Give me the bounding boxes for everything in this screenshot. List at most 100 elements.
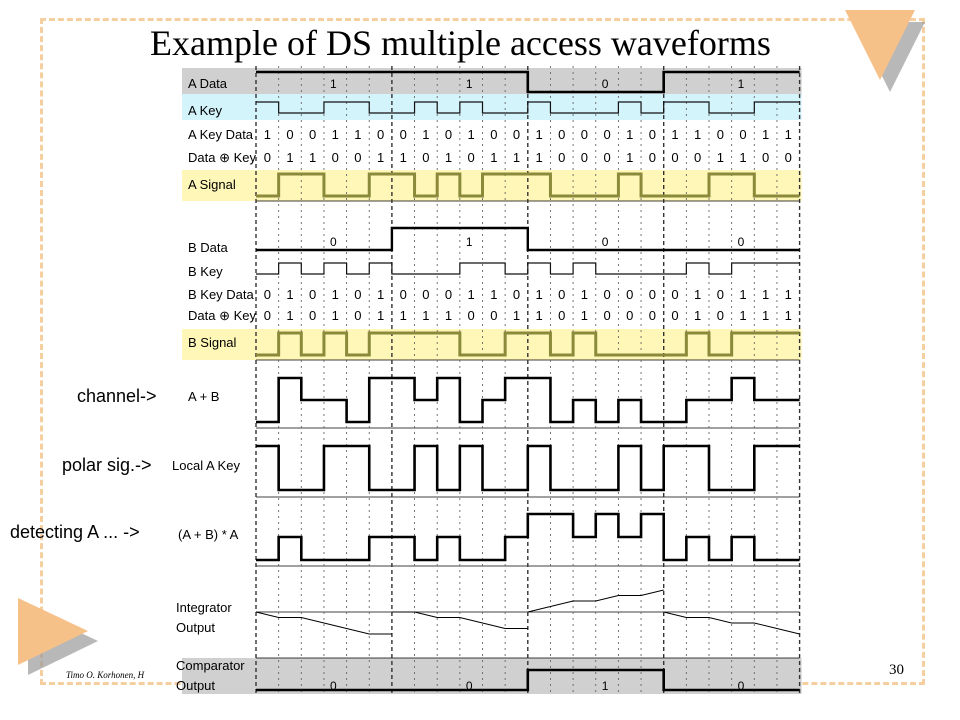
- row-label-a-plus-b: A + B: [188, 389, 219, 404]
- bit-a-key-data: 0: [603, 127, 610, 142]
- slide-title: Example of DS multiple access waveforms: [150, 23, 771, 63]
- bit-a-key-data: 1: [626, 127, 633, 142]
- bit-a-xor: 0: [354, 150, 361, 165]
- data-bit-b-data: 0: [330, 235, 337, 249]
- bit-b-key-data: 0: [264, 287, 271, 302]
- bit-b-xor: 0: [468, 308, 475, 323]
- data-bit-a-data: 1: [330, 77, 337, 91]
- bit-b-xor: 0: [626, 308, 633, 323]
- row-label-a-data: A Data: [188, 76, 228, 91]
- bit-b-xor: 1: [422, 308, 429, 323]
- bit-b-key-data: 0: [422, 287, 429, 302]
- row-label-local-a-key: Local A Key: [172, 458, 240, 473]
- bit-b-xor: 0: [490, 308, 497, 323]
- bit-b-key-data: 0: [513, 287, 520, 302]
- bit-a-xor: 1: [286, 150, 293, 165]
- bit-a-key-data: 1: [468, 127, 475, 142]
- corner-triangle-bottom-left-front: [18, 598, 88, 665]
- bit-a-key-data: 0: [377, 127, 384, 142]
- bit-b-key-data: 1: [785, 287, 792, 302]
- wave-a-key: [256, 101, 800, 114]
- side-label-polar: polar sig.->: [62, 455, 152, 475]
- bit-a-xor: 1: [309, 150, 316, 165]
- bit-b-xor: 0: [649, 308, 656, 323]
- bit-a-xor: 1: [536, 150, 543, 165]
- wave-integrator-segment: [663, 611, 800, 635]
- bit-b-xor: 0: [309, 308, 316, 323]
- row-label-integrator: Integrator: [176, 600, 232, 615]
- bit-b-xor: 1: [739, 308, 746, 323]
- bit-a-xor: 0: [785, 150, 792, 165]
- bit-b-xor: 1: [286, 308, 293, 323]
- bit-a-key-data: 0: [286, 127, 293, 142]
- bit-b-xor: 0: [603, 308, 610, 323]
- row-label-b-key-data: B Key Data: [188, 287, 255, 302]
- side-label-detecting: detecting A ... ->: [10, 522, 140, 542]
- bit-a-key-data: 0: [558, 127, 565, 142]
- bit-a-xor: 0: [649, 150, 656, 165]
- bit-b-key-data: 1: [762, 287, 769, 302]
- row-label-b-xor: Data ⊕ Key: [188, 308, 256, 323]
- wave-b-signal: [256, 331, 800, 357]
- bit-a-key-data: 1: [332, 127, 339, 142]
- bit-a-key-data: 1: [785, 127, 792, 142]
- bit-a-xor: 0: [332, 150, 339, 165]
- bit-a-key-data: 0: [739, 127, 746, 142]
- bit-b-xor: 0: [264, 308, 271, 323]
- bit-a-xor: 1: [377, 150, 384, 165]
- row-label-b-key: B Key: [188, 264, 223, 279]
- wave-b-key: [256, 262, 800, 275]
- bit-a-key-data: 1: [671, 127, 678, 142]
- bit-a-xor: 1: [445, 150, 452, 165]
- bit-b-xor: 1: [581, 308, 588, 323]
- wave-local-a-key: [256, 444, 800, 492]
- row-label-a-xor: Data ⊕ Key: [188, 150, 256, 165]
- bit-a-xor: 1: [513, 150, 520, 165]
- bit-b-key-data: 1: [739, 287, 746, 302]
- bit-b-key-data: 0: [354, 287, 361, 302]
- bit-b-key-data: 1: [694, 287, 701, 302]
- bit-a-key-data: 0: [445, 127, 452, 142]
- data-bit-comparator: 0: [738, 679, 745, 693]
- bit-b-xor: 1: [332, 308, 339, 323]
- bit-a-xor: 0: [581, 150, 588, 165]
- bit-b-xor: 1: [377, 308, 384, 323]
- bit-b-xor: 1: [762, 308, 769, 323]
- bit-a-xor: 1: [490, 150, 497, 165]
- bit-b-key-data: 0: [603, 287, 610, 302]
- wave-a-plus-b: [256, 376, 800, 424]
- bit-b-xor: 0: [717, 308, 724, 323]
- bit-b-key-data: 1: [468, 287, 475, 302]
- bit-b-key-data: 0: [671, 287, 678, 302]
- bit-a-key-data: 1: [694, 127, 701, 142]
- bit-b-xor: 0: [354, 308, 361, 323]
- bit-a-xor: 1: [739, 150, 746, 165]
- row-label-comparator-2: Output: [176, 678, 215, 693]
- bit-b-key-data: 1: [536, 287, 543, 302]
- row-label-a-key: A Key: [188, 103, 222, 118]
- bit-a-key-data: 1: [536, 127, 543, 142]
- bit-a-xor: 0: [558, 150, 565, 165]
- bit-b-xor: 0: [671, 308, 678, 323]
- bit-b-key-data: 0: [445, 287, 452, 302]
- bit-b-key-data: 1: [286, 287, 293, 302]
- bit-a-key-data: 1: [762, 127, 769, 142]
- bit-b-xor: 1: [513, 308, 520, 323]
- bit-a-key-data: 0: [400, 127, 407, 142]
- bit-b-key-data: 1: [332, 287, 339, 302]
- data-bit-comparator: 0: [466, 679, 473, 693]
- bit-b-xor: 1: [694, 308, 701, 323]
- bit-a-key-data: 1: [264, 127, 271, 142]
- bit-a-key-data: 0: [513, 127, 520, 142]
- band-comparator: [182, 658, 802, 694]
- bit-b-key-data: 0: [400, 287, 407, 302]
- bit-b-xor: 1: [536, 308, 543, 323]
- bit-b-xor: 1: [400, 308, 407, 323]
- bit-a-key-data: 0: [649, 127, 656, 142]
- row-label-a-key-data: A Key Data: [188, 127, 254, 142]
- data-bit-b-data: 0: [602, 235, 609, 249]
- row-label-a-signal: A Signal: [188, 177, 236, 192]
